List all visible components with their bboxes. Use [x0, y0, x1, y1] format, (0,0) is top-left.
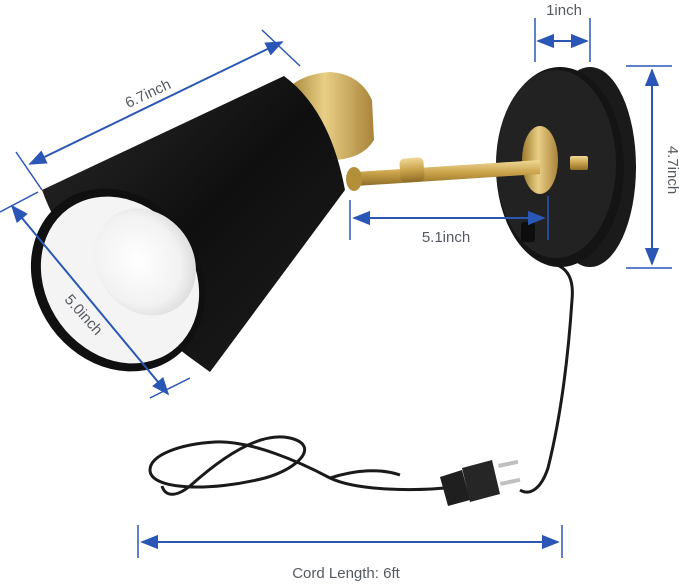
brass-arm	[346, 157, 540, 191]
dimension-cord-length: Cord Length: 6ft	[137, 525, 563, 582]
arm-length-label: 5.1inch	[422, 229, 470, 246]
cord-length-label: Cord Length: 6ft	[292, 565, 400, 582]
power-plug	[440, 459, 521, 506]
base-height-label: 4.7inch	[664, 146, 679, 194]
power-cord	[148, 260, 574, 496]
adjustment-knob	[570, 156, 588, 170]
dimension-arm-length: 5.1inch	[349, 196, 549, 246]
dimension-base-height: 4.7inch	[626, 65, 679, 269]
lamp-shade	[30, 76, 345, 372]
rocker-switch	[521, 222, 535, 242]
dimension-base-depth: 1inch	[534, 2, 591, 62]
base-depth-label: 1inch	[546, 2, 582, 19]
